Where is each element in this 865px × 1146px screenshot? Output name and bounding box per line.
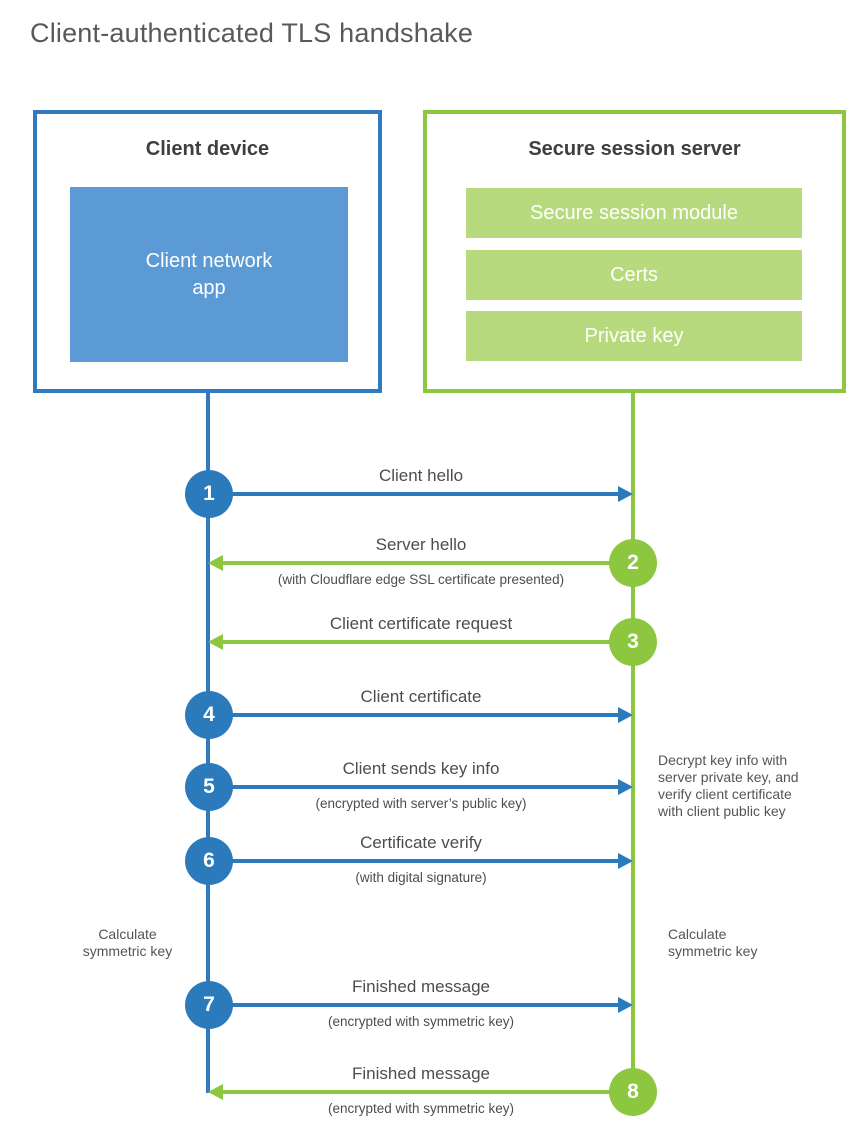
step-label: Finished message	[352, 1064, 490, 1083]
certs-bar: Certs	[466, 250, 802, 300]
step-number-circle: 4	[185, 691, 233, 739]
step-arrow-line	[209, 785, 618, 789]
step-arrow-head-icon	[618, 707, 633, 723]
step-sublabel: (encrypted with symmetric key)	[327, 1014, 515, 1029]
step-label: Client hello	[378, 466, 464, 485]
step-number-circle: 6	[185, 837, 233, 885]
step-arrow-line	[223, 561, 633, 565]
step-arrow-head-icon	[208, 634, 223, 650]
private-key-bar: Private key	[466, 311, 802, 361]
step-number-circle: 3	[609, 618, 657, 666]
step-arrow-head-icon	[618, 853, 633, 869]
step-label: Finished message	[352, 977, 490, 996]
step-sublabel: (with Cloudflare edge SSL certificate pr…	[277, 572, 565, 587]
step-arrow-line	[209, 492, 618, 496]
step-number-circle: 2	[609, 539, 657, 587]
step-number-circle: 8	[609, 1068, 657, 1116]
step-arrow-line	[209, 1003, 618, 1007]
step-arrow-line	[209, 859, 618, 863]
step-arrow-head-icon	[618, 997, 633, 1013]
server-lifeline	[631, 393, 635, 1092]
step-label: Certificate verify	[360, 833, 482, 852]
secure-session-server-title: Secure session server	[528, 138, 741, 160]
step-sublabel: (with digital signature)	[355, 870, 487, 885]
step-number-circle: 1	[185, 470, 233, 518]
client-network-app-box: Client network app	[70, 187, 348, 362]
step-arrow-line	[223, 1090, 633, 1094]
step-number-circle: 7	[185, 981, 233, 1029]
step-label: Client sends key info	[342, 759, 500, 778]
client-calculate-note: Calculate symmetric key	[82, 926, 173, 960]
step-arrow-head-icon	[208, 1084, 223, 1100]
server-decrypt-note: Decrypt key info with server private key…	[658, 752, 799, 820]
step-arrow-head-icon	[208, 555, 223, 571]
step-arrow-head-icon	[618, 486, 633, 502]
client-device-title: Client device	[145, 138, 270, 160]
page-title: Client-authenticated TLS handshake	[30, 18, 474, 48]
step-label: Client certificate request	[329, 614, 513, 633]
server-calculate-note: Calculate symmetric key	[668, 926, 758, 960]
step-number-circle: 5	[185, 763, 233, 811]
step-arrow-line	[223, 640, 633, 644]
secure-session-module-bar: Secure session module	[466, 188, 802, 238]
step-sublabel: (encrypted with symmetric key)	[327, 1101, 515, 1116]
step-sublabel: (encrypted with server’s public key)	[315, 796, 527, 811]
step-arrow-head-icon	[618, 779, 633, 795]
step-label: Server hello	[375, 535, 467, 554]
client-lifeline	[206, 393, 210, 1093]
step-label: Client certificate	[360, 687, 482, 706]
step-arrow-line	[209, 713, 618, 717]
